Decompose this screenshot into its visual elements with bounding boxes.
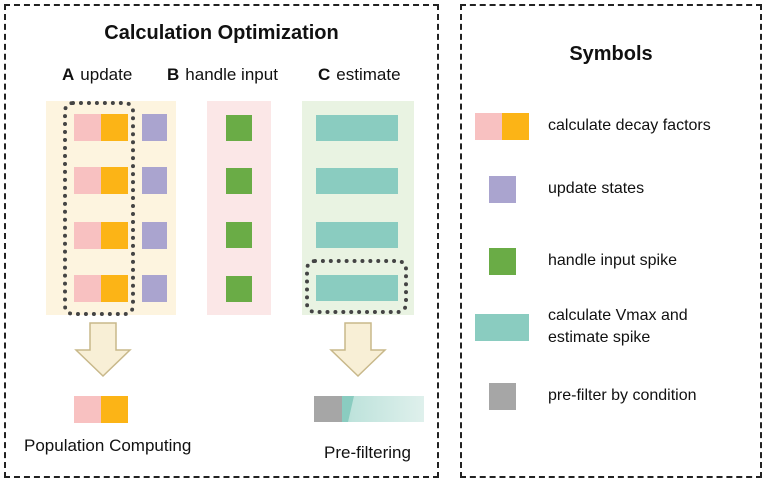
- input-spike-square: [226, 276, 252, 302]
- vmax-estimate-bar: [316, 168, 398, 194]
- population-computing-label: Population Computing: [24, 436, 192, 455]
- symbols-panel: [460, 4, 762, 478]
- population-decay-pink-square: [74, 396, 101, 423]
- decay-factor-pink-square: [74, 114, 101, 141]
- symbols-title: Symbols: [569, 43, 653, 65]
- update-state-square: [142, 167, 167, 194]
- prefilter-dotted-outline: [305, 259, 408, 314]
- legend-label-prefilter: pre-filter by condition: [548, 387, 697, 404]
- legend-prefilter-swatch: [489, 383, 516, 410]
- vmax-estimate-bar: [316, 115, 398, 141]
- column-letter-c: C: [318, 65, 331, 84]
- legend-label-vmax-estimate: calculate Vmax and estimate spike: [548, 307, 688, 346]
- legend-label-input-spike: handle input spike: [548, 252, 677, 269]
- legend-label-update-states: update states: [548, 180, 645, 197]
- legend-label-decay-factors: calculate decay factors: [548, 117, 711, 134]
- column-letter-b: B: [167, 65, 180, 84]
- decay-factor-orange-square: [101, 167, 128, 194]
- optimization-title: Calculation Optimization: [104, 22, 339, 44]
- column-letter-a: A: [62, 65, 75, 84]
- column-text-update: update: [80, 65, 133, 84]
- vmax-estimate-bar: [316, 222, 398, 248]
- prefiltering-label: Pre-filtering: [324, 443, 411, 462]
- prefilter-down-arrow: [329, 322, 387, 378]
- column-text-estimate: estimate: [336, 65, 401, 84]
- decay-factor-pink-square: [74, 275, 101, 302]
- calculation-optimization-panel: [4, 4, 439, 478]
- decay-factor-orange-square: [101, 222, 128, 249]
- population-dotted-outline: [63, 101, 135, 316]
- legend-decay-pink-swatch: [475, 113, 502, 140]
- update-state-square: [142, 114, 167, 141]
- input-spike-square: [226, 115, 252, 141]
- decay-factor-pink-square: [74, 222, 101, 249]
- population-decay-orange-square: [101, 396, 128, 423]
- vmax-estimate-bar: [316, 275, 398, 301]
- decay-factor-pink-square: [74, 167, 101, 194]
- population-down-arrow: [74, 322, 132, 378]
- column-text-handle-input: handle input: [185, 65, 278, 84]
- legend-update-states-swatch: [489, 176, 516, 203]
- prefilter-result-bar: [314, 396, 424, 422]
- legend-input-spike-swatch: [489, 248, 516, 275]
- input-spike-square: [226, 222, 252, 248]
- input-spike-square: [226, 168, 252, 194]
- legend-decay-orange-swatch: [502, 113, 529, 140]
- update-state-square: [142, 222, 167, 249]
- legend-vmax-swatch: [475, 314, 529, 341]
- decay-factor-orange-square: [101, 275, 128, 302]
- update-state-square: [142, 275, 167, 302]
- decay-factor-orange-square: [101, 114, 128, 141]
